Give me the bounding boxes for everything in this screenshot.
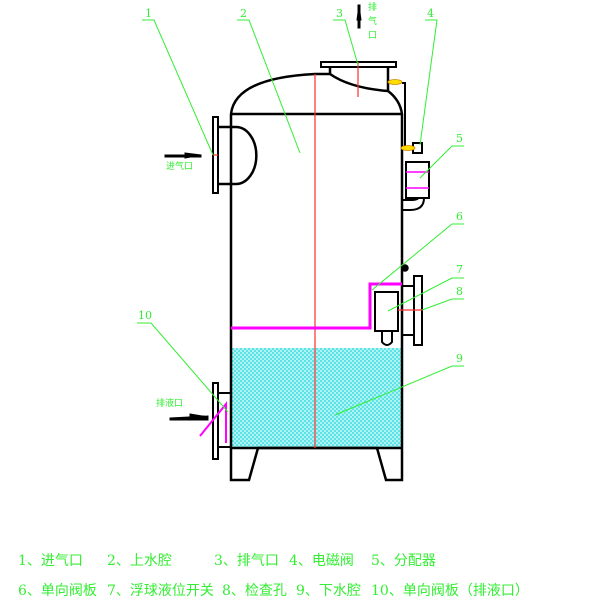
top-dome bbox=[229, 72, 404, 115]
legend-item: 10、单向阀板（排液口） bbox=[371, 583, 529, 599]
valve-fitting bbox=[400, 145, 416, 151]
callout-1: 1 bbox=[145, 7, 152, 20]
outlet-label: 排 bbox=[368, 1, 377, 13]
inlet-arrow-icon bbox=[164, 152, 202, 159]
drain-arrow-icon bbox=[169, 413, 209, 421]
callout-9: 9 bbox=[456, 352, 463, 365]
legend-item: 6、单向阀板 bbox=[18, 583, 97, 599]
outlet-arrow-icon bbox=[356, 4, 362, 29]
check-valve-pipe bbox=[231, 282, 402, 330]
legend-item: 3、排气口 bbox=[214, 553, 279, 569]
drain-check-valve bbox=[199, 401, 227, 443]
inlet-label: 进气口 bbox=[166, 160, 193, 172]
float-level-switch bbox=[374, 291, 399, 332]
vent-pipe bbox=[402, 82, 406, 150]
callout-4: 4 bbox=[427, 7, 434, 20]
outlet-label: 气 bbox=[368, 15, 377, 27]
callout-7: 7 bbox=[456, 263, 463, 276]
legend-row-2: 6、单向阀板 7、浮球液位开关 8、检查孔 9、下水腔 10、单向阀板（排液口） bbox=[0, 580, 600, 600]
legend-item: 2、上水腔 bbox=[107, 553, 172, 569]
callout-3: 3 bbox=[336, 7, 343, 20]
drain-label: 排液口 bbox=[156, 397, 183, 409]
legend-row-1: 1、进气口 2、上水腔 3、排气口 4、电磁阀 5、分配器 bbox=[0, 550, 600, 570]
lower-water-chamber bbox=[231, 348, 402, 448]
legend-item: 9、下水腔 bbox=[296, 583, 361, 599]
drain-flange bbox=[212, 382, 219, 460]
legend-item: 5、分配器 bbox=[371, 553, 436, 569]
legend-item: 4、电磁阀 bbox=[289, 553, 354, 569]
legend-item: 8、检查孔 bbox=[222, 583, 287, 599]
legend-item: 1、进气口 bbox=[18, 553, 83, 569]
callout-2: 2 bbox=[240, 7, 247, 20]
callout-10: 10 bbox=[138, 309, 152, 322]
outlet-label: 口 bbox=[368, 31, 377, 41]
distributor bbox=[405, 161, 430, 199]
legend-item: 7、浮球液位开关 bbox=[107, 583, 214, 599]
valve-fitting bbox=[387, 79, 403, 85]
callout-5: 5 bbox=[456, 132, 463, 145]
inlet-nozzle bbox=[231, 125, 258, 186]
callout-8: 8 bbox=[456, 285, 463, 298]
callout-6: 6 bbox=[456, 210, 463, 223]
